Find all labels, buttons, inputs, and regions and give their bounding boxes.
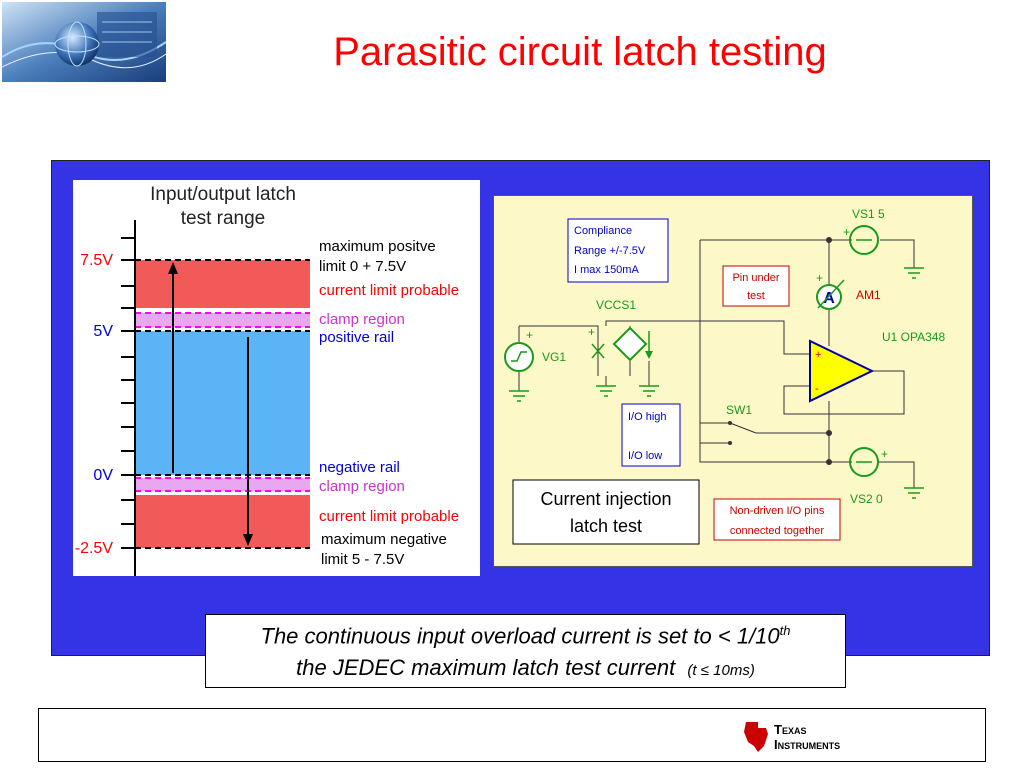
vccs-plus: + [588,325,595,339]
opamp-plus: + [815,349,821,361]
footer-bar [38,708,986,762]
level-label-7-5v: 7.5V [80,252,113,269]
ti-brand-line-1: Texas [774,722,806,737]
ground-symbols [509,267,924,499]
current-injection-2: latch test [570,516,642,536]
opamp-label: U1 OPA348 [882,330,945,344]
ti-state-icon [744,722,768,752]
non-driven-2: connected together [730,525,825,537]
non-driven-1: Non-driven I/O pins [730,505,825,517]
vccs-symbol [612,326,648,362]
opamp-minus: - [815,383,819,395]
ammeter-letter: A [823,290,835,307]
switch-label: SW1 [726,403,752,417]
label-max-negative-2: limit 5 - 7.5V [321,551,404,568]
ammeter-plus: + [816,271,823,285]
vs2-plus: + [881,447,888,461]
label-current-limit-top: current limit probable [319,282,459,299]
vs1-source-symbol [849,225,879,255]
label-clamp-top: clamp region [319,311,405,328]
level-label-neg-2-5v: -2.5V [75,540,114,557]
caption-line-1: The continuous input overload current is… [260,623,780,649]
pin-under-test-1: Pin under [732,272,779,284]
vg1-label: VG1 [542,350,566,364]
latch-range-heading-1: Input/output latch [150,184,296,205]
label-max-negative-1: maximum negative [321,531,447,548]
compliance-text-2: Range +/-7.5V [574,245,646,257]
label-max-positive-1: maximum positve [319,238,436,255]
vs1-plus: + [843,225,850,239]
rail-zone [135,331,310,475]
vccs-label: VCCS1 [596,298,636,312]
label-clamp-bottom: clamp region [319,478,405,495]
compliance-text-3: I max 150mA [574,264,639,276]
pin-under-test-2: test [747,290,765,302]
vg1-plus: + [526,328,533,342]
caption-superscript: th [779,623,791,638]
vs1-label: VS1 5 [852,207,885,221]
current-injection-1: Current injection [540,489,671,509]
compliance-text-1: Compliance [574,225,632,237]
label-negative-rail: negative rail [319,459,400,476]
level-label-0v: 0V [93,467,113,484]
clamp-top-zone [135,313,310,327]
vs2-source-symbol [849,447,879,477]
latch-range-diagram: Input/output latch test range [73,180,480,576]
texas-instruments-logo: Texas Instruments [740,716,880,756]
caption-timing: (t ≤ 10ms) [687,662,755,679]
label-current-limit-bottom: current limit probable [319,508,459,525]
io-high-label: I/O high [628,411,667,423]
ammeter-label: AM1 [856,288,881,302]
io-low-label: I/O low [628,450,662,462]
label-max-positive-2: limit 0 + 7.5V [319,258,406,275]
slide-title: Parasitic circuit latch testing [333,30,827,74]
current-limit-top-zone [135,260,310,308]
clamp-bottom-zone [135,478,310,491]
corner-logo-image [2,2,166,82]
vs2-label: VS2 0 [850,492,883,506]
ti-brand-line-2: Instruments [774,737,840,752]
latch-range-heading-2: test range [181,208,266,229]
caption-box: The continuous input overload current is… [205,614,846,688]
caption-line-2: the JEDEC maximum latch test current [296,655,676,680]
opamp-symbol [809,339,875,403]
current-limit-bottom-zone [135,495,310,548]
circuit-schematic: + VS1 5 + VS2 0 A + AM1 + - U1 OPA348 + … [493,195,973,567]
level-label-5v: 5V [93,323,113,340]
label-positive-rail: positive rail [319,329,394,346]
